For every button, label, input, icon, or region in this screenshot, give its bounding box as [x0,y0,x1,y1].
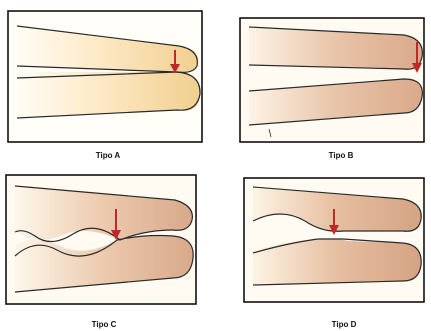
panel-tipo-b [239,17,425,143]
tipo-d-diagram [243,177,425,303]
caption-tipo-d: Tipo D [314,320,374,329]
panel-tipo-d [243,177,425,303]
caption-tipo-c: Tipo C [74,320,134,329]
tipo-c-diagram [5,174,197,305]
panel-tipo-a [7,10,203,143]
tipo-a-diagram [7,10,203,143]
caption-tipo-a: Tipo A [78,151,138,160]
panel-tipo-c [5,174,197,305]
caption-tipo-b: Tipo B [311,151,371,160]
tipo-b-diagram [239,17,425,143]
